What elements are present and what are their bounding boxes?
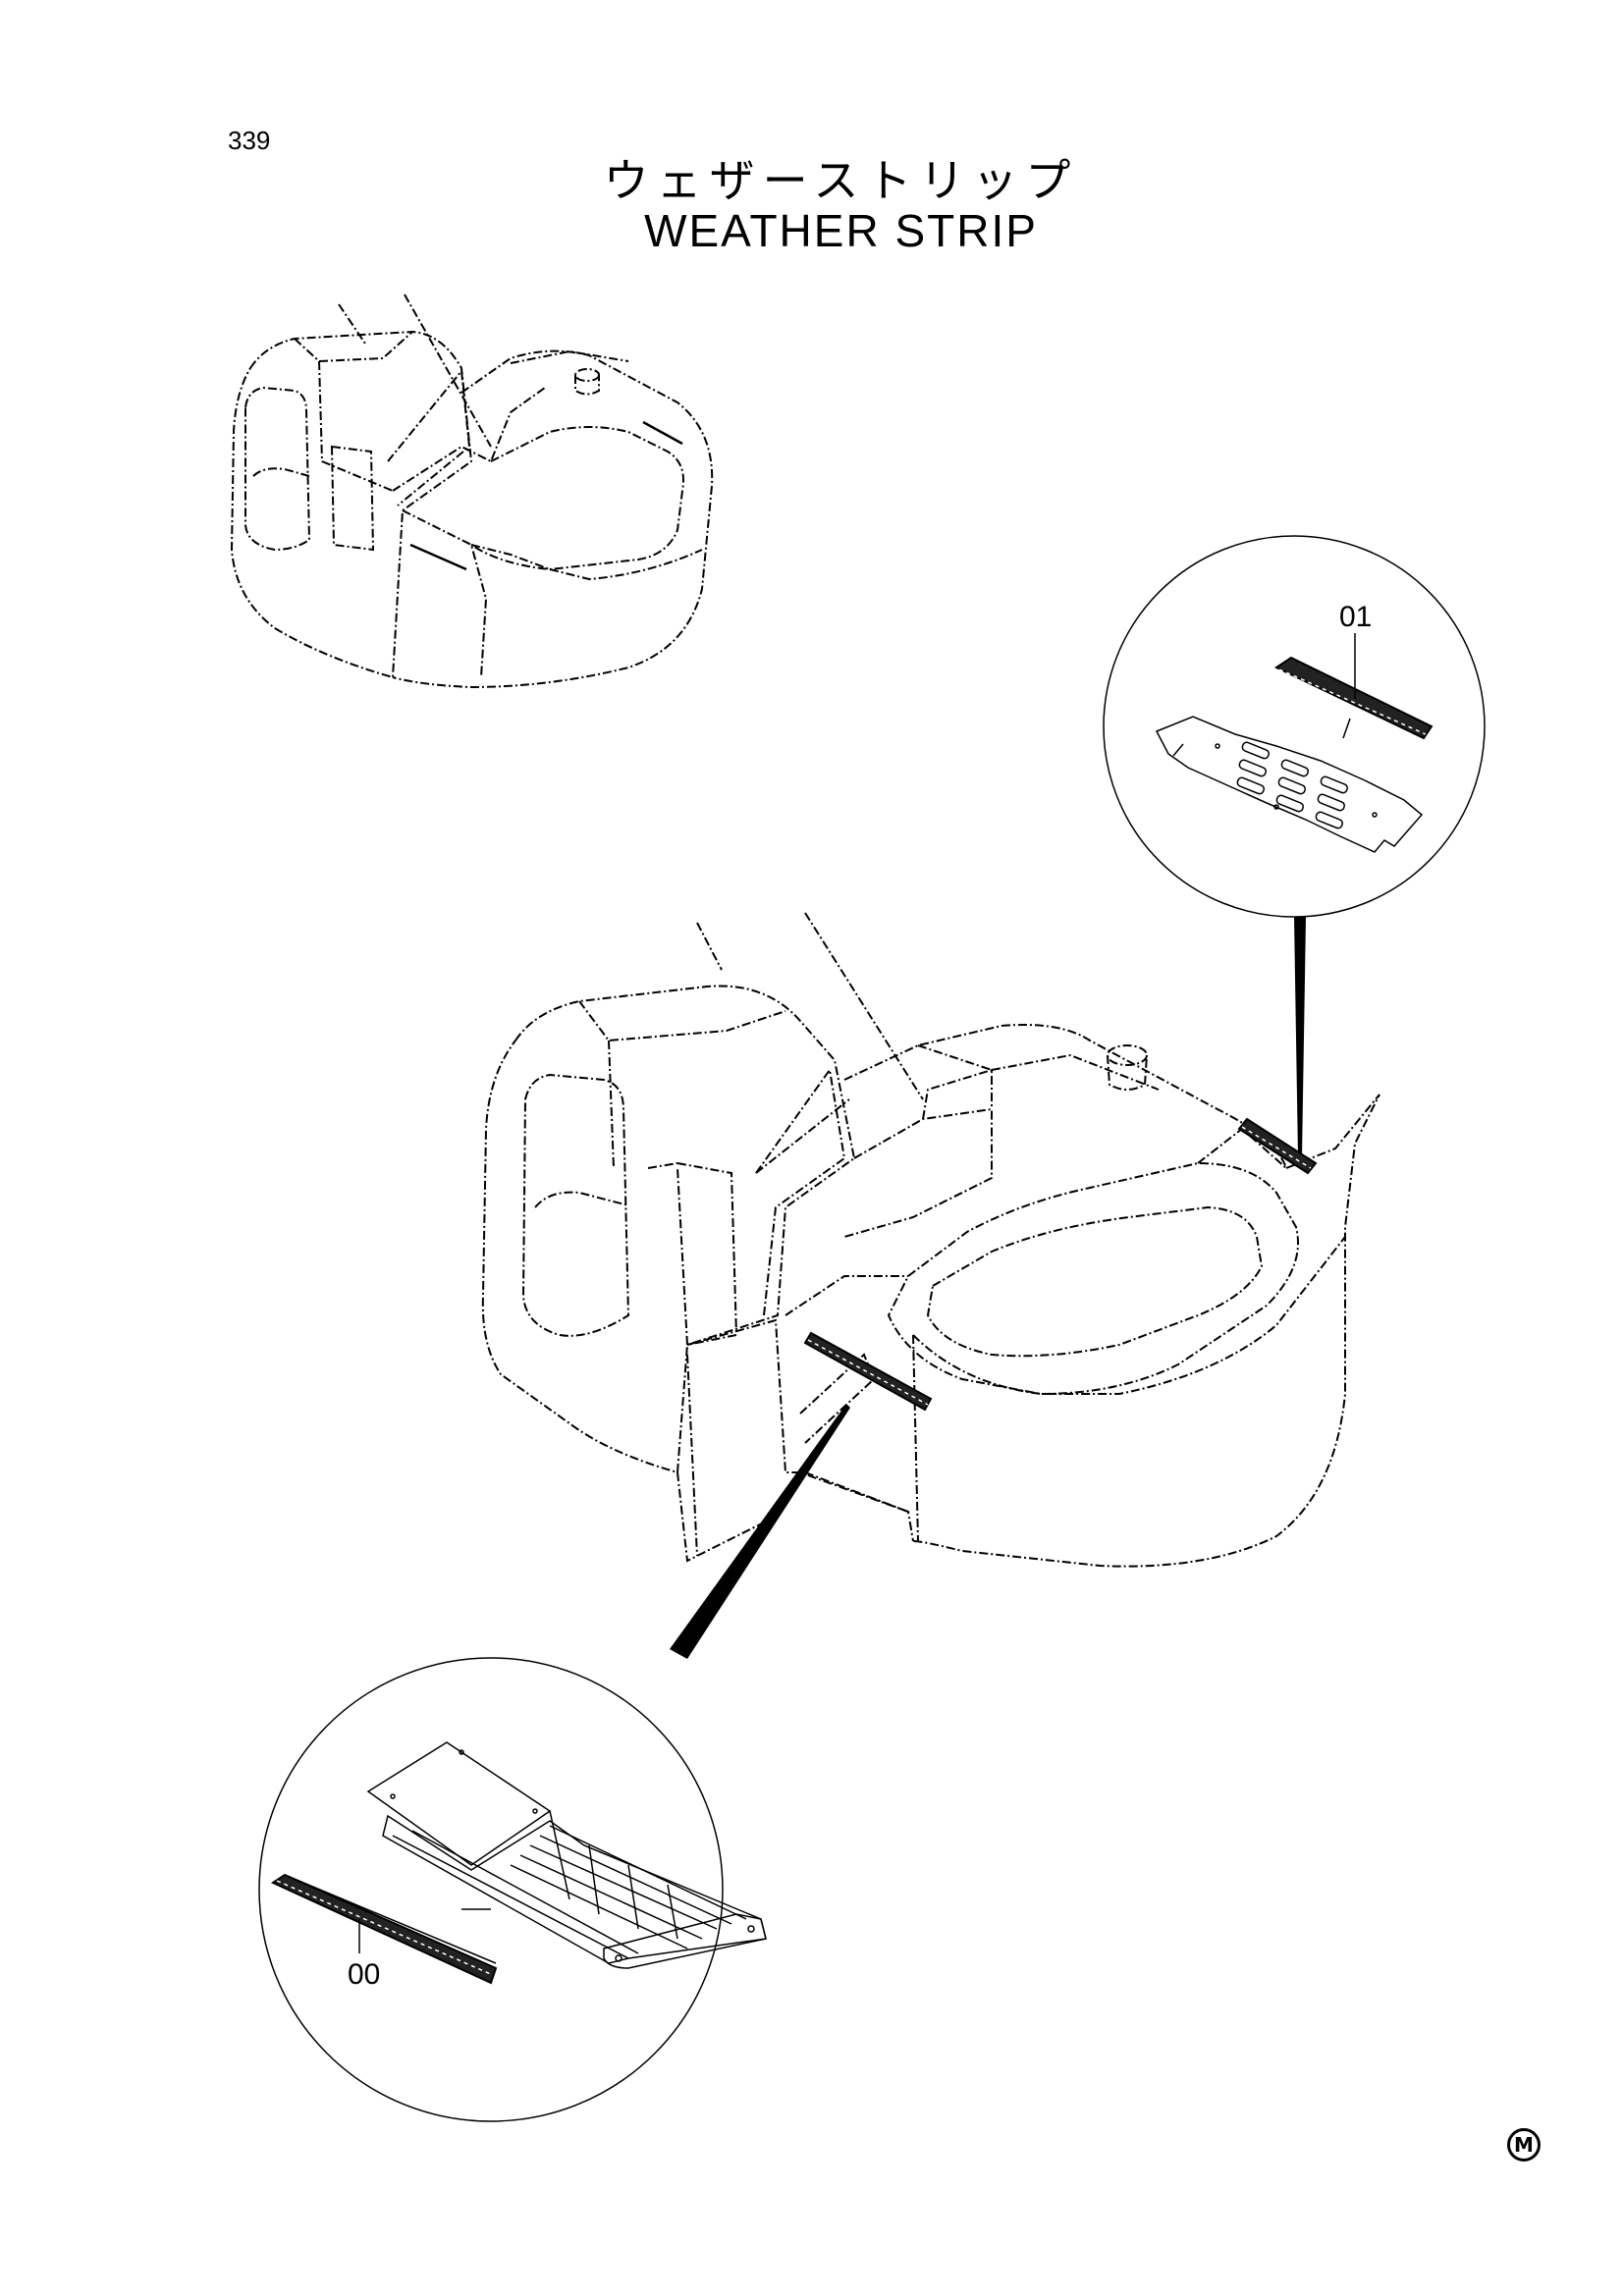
callout-00: 00 <box>348 1958 381 1991</box>
main-excavator <box>481 912 1380 1659</box>
overview-excavator <box>230 294 714 689</box>
corner-mark-m: M <box>1507 2128 1541 2162</box>
page-number: 339 <box>228 126 271 155</box>
title-japanese: ウェザーストリップ <box>603 154 1079 207</box>
detail-circle-upper <box>1103 535 1486 1158</box>
callout-01: 01 <box>1339 601 1373 633</box>
detail-circle-lower <box>258 1657 767 2122</box>
title-english: WEATHER STRIP <box>644 205 1038 256</box>
